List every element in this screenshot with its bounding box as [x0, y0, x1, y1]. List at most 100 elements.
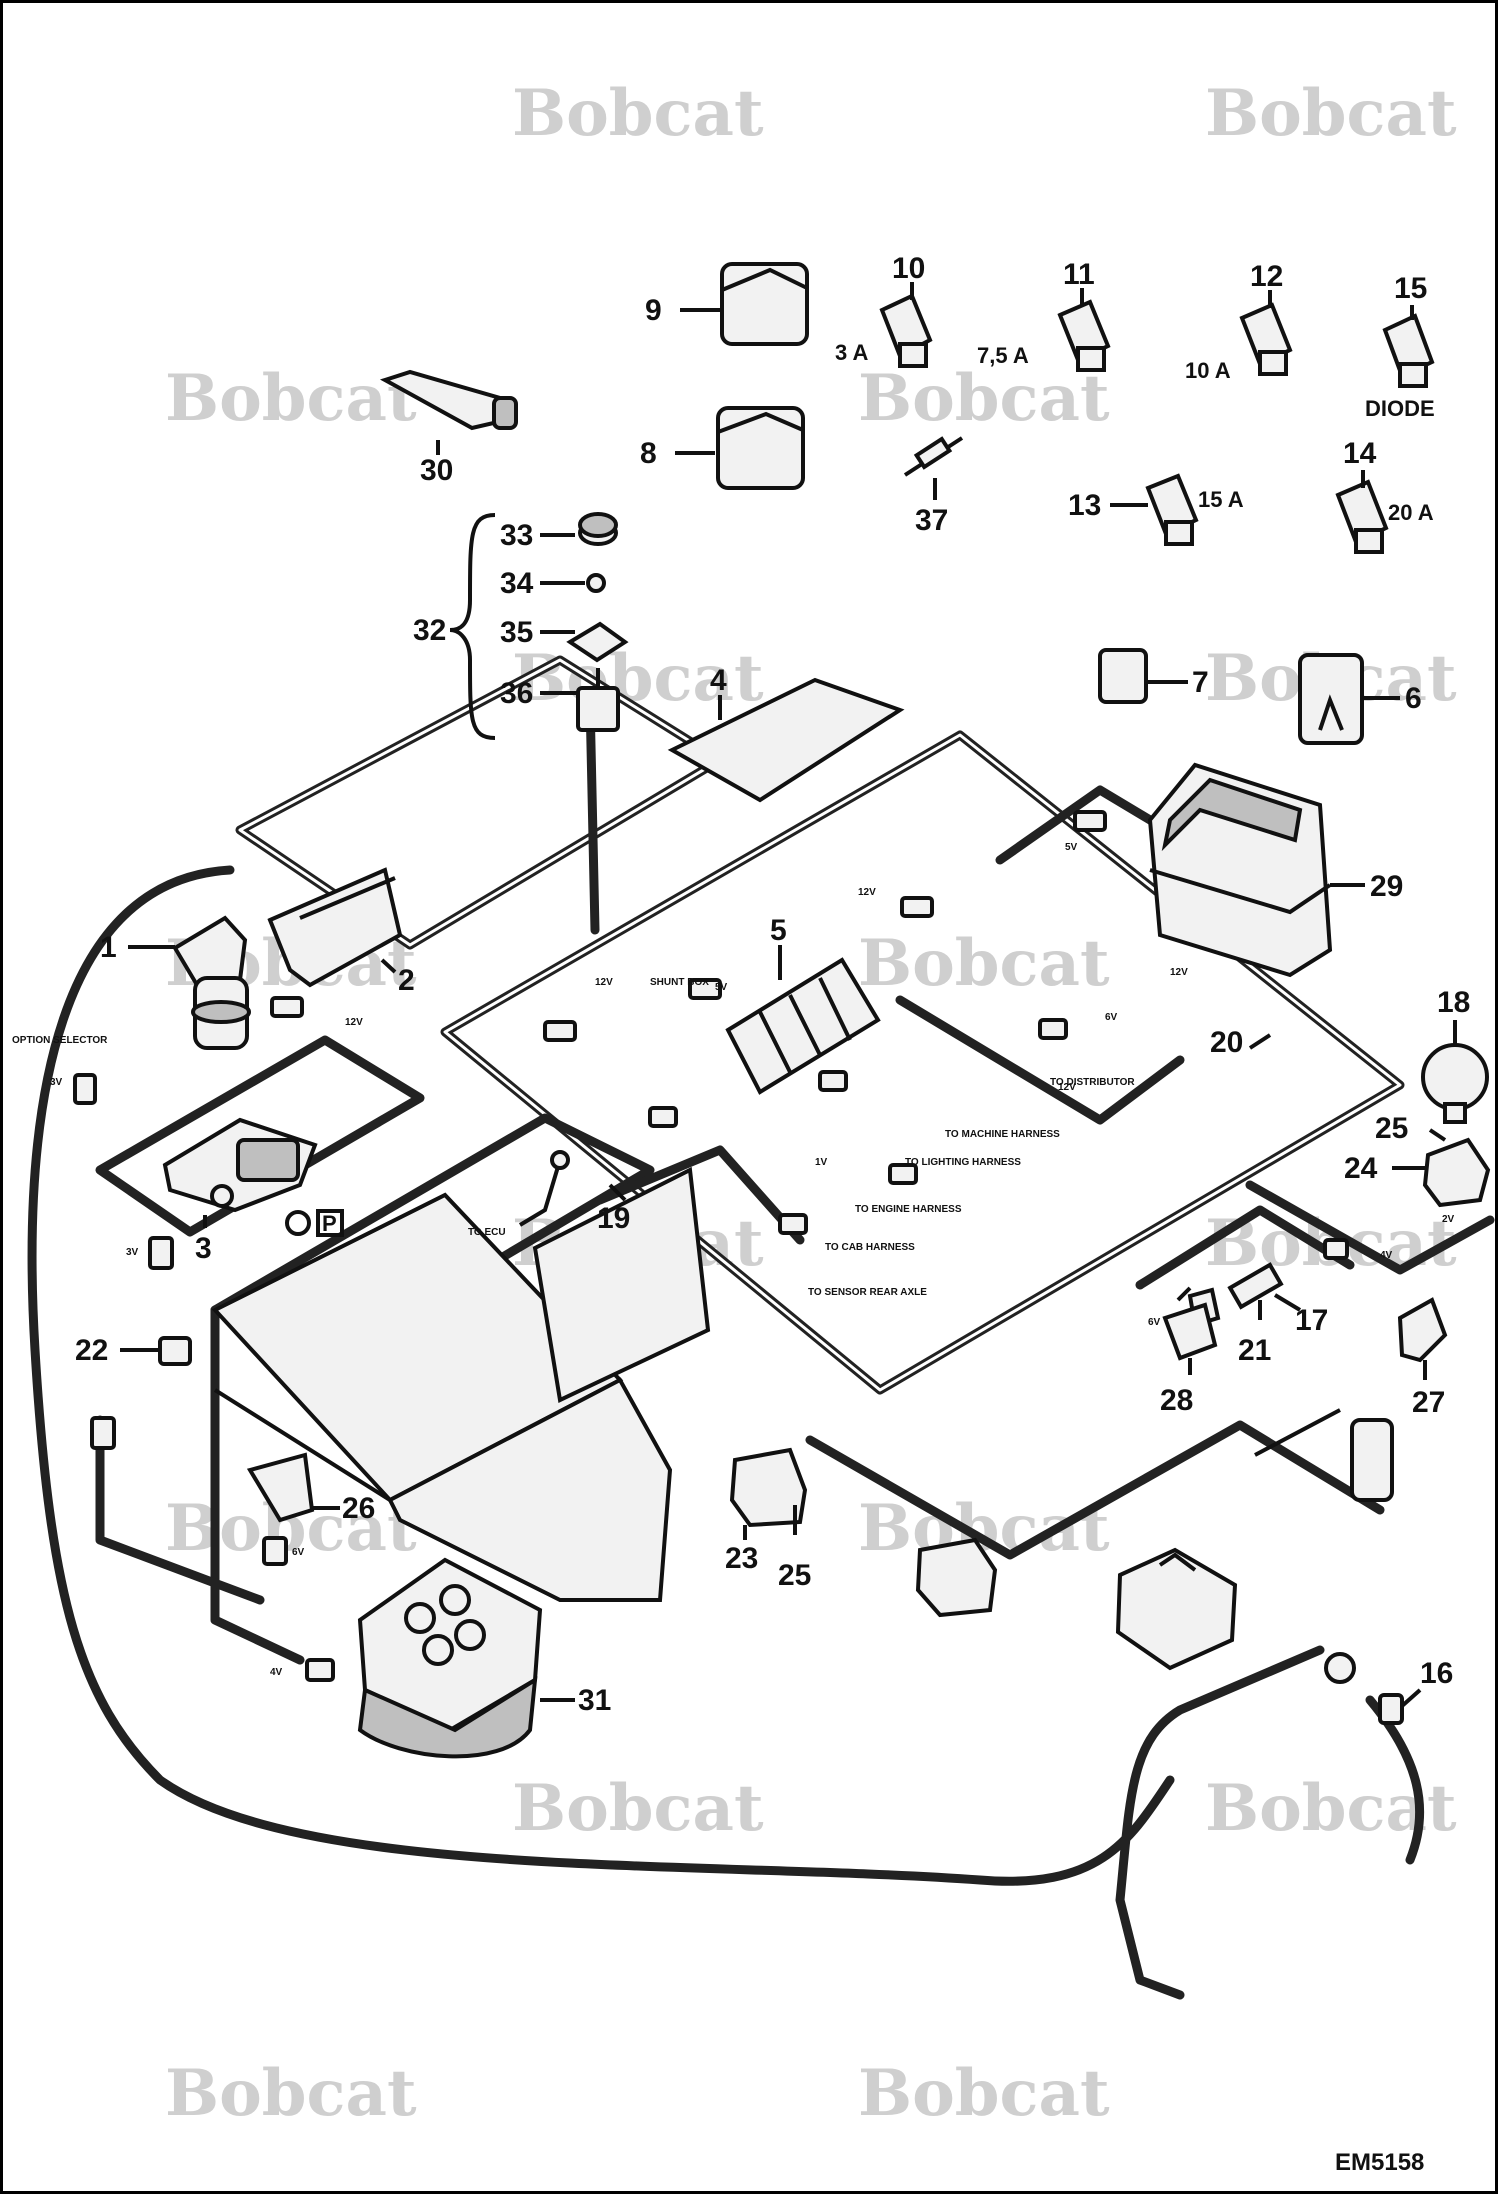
- callout-24: 24: [1344, 1152, 1378, 1185]
- rating-15: DIODE: [1365, 396, 1435, 421]
- part-6-flasher: [1298, 653, 1364, 745]
- label-to-distributor: TO DISTRIBUTOR: [1050, 1077, 1135, 1088]
- rating-14: 20 A: [1388, 500, 1434, 525]
- svg-text:Bobcat: Bobcat: [165, 2056, 417, 2131]
- watermark-15: Bobcat: [165, 2056, 417, 2131]
- voltage-2v: 2V: [1442, 1214, 1455, 1225]
- rating-12: 10 A: [1185, 358, 1231, 383]
- callout-33: 33: [500, 519, 533, 552]
- callout-4: 4: [710, 664, 727, 697]
- part-12-fuse: [1239, 302, 1293, 376]
- watermark-13: Bobcat: [512, 1771, 764, 1846]
- part-1-option-selector: [172, 915, 251, 1050]
- group-32-bracket: [449, 513, 496, 740]
- voltage-6v-c: 6V: [1148, 1317, 1161, 1328]
- callout-6: 6: [1405, 682, 1422, 715]
- part-30-grease-tube: [379, 369, 518, 431]
- callout-14: 14: [1343, 437, 1377, 470]
- callout-15: 15: [1394, 272, 1427, 305]
- rating-11: 7,5 A: [977, 343, 1029, 368]
- part-28-pressure-switch: [1162, 1286, 1218, 1361]
- svg-text:Bobcat: Bobcat: [1205, 76, 1457, 151]
- watermark-layer: Bobcat Bobcat Bobcat Bobcat Bobcat Bobca…: [165, 76, 1457, 2131]
- svg-text:Bobcat: Bobcat: [858, 2056, 1110, 2131]
- watermark-8: Bobcat: [858, 926, 1110, 1001]
- part-5-relay-block: [725, 957, 881, 1095]
- part-29-fuse-box: [1147, 762, 1333, 978]
- part-37-inline-diode: [903, 436, 964, 477]
- part-18-beacon: [1421, 1043, 1489, 1124]
- callout-22: 22: [75, 1334, 108, 1367]
- callout-1: 1: [100, 931, 117, 964]
- callout-13: 13: [1068, 489, 1101, 522]
- callout-36: 36: [500, 677, 533, 710]
- watermark-16: Bobcat: [858, 2056, 1110, 2131]
- cab-console: [211, 1166, 711, 1602]
- part-3-controller: [162, 1117, 318, 1213]
- part-19-switch: [518, 1150, 570, 1227]
- part-35-plate: [566, 621, 629, 663]
- part-9-relay: [720, 262, 809, 346]
- leader-lines: [120, 282, 1457, 1708]
- callout-21: 21: [1238, 1334, 1271, 1367]
- part-34-washer: [586, 573, 606, 593]
- label-shunt-box: SHUNT BOX: [650, 977, 709, 988]
- label-to-machine-harness: TO MACHINE HARNESS: [945, 1129, 1060, 1140]
- callout-34: 34: [500, 567, 534, 600]
- label-to-lighting-harness: TO LIGHTING HARNESS: [905, 1157, 1021, 1168]
- voltage-1v: 1V: [815, 1157, 828, 1168]
- callout-11: 11: [1063, 258, 1095, 291]
- part-23-work-light: [729, 1447, 808, 1528]
- svg-text:Bobcat: Bobcat: [858, 361, 1110, 436]
- callout-labels: 9 8 10 11 12 15 13 14 37 30 33 34 35 36 …: [75, 252, 1470, 1717]
- harness-labels: OPTION SELECTOR SHUNT BOX TO DISTRIBUTOR…: [12, 842, 1455, 1678]
- svg-text:Bobcat: Bobcat: [512, 76, 764, 151]
- label-to-sensor-rear-axle: TO SENSOR REAR AXLE: [808, 1287, 927, 1298]
- voltage-5v-b: 5V: [715, 982, 728, 993]
- part-4-label: [667, 677, 905, 803]
- label-to-cab-harness: TO CAB HARNESS: [825, 1242, 915, 1253]
- part-17-relay: [1227, 1262, 1284, 1310]
- callout-32: 32: [413, 614, 446, 647]
- callout-2: 2: [398, 964, 415, 997]
- callout-9: 9: [645, 294, 662, 327]
- label-to-ecu: TO ECU: [468, 1227, 506, 1238]
- voltage-12v-e: 12V: [345, 1017, 363, 1028]
- voltage-4v-b: 4V: [1380, 1250, 1393, 1261]
- rating-13: 15 A: [1198, 487, 1244, 512]
- callout-28: 28: [1160, 1384, 1193, 1417]
- callout-10: 10: [892, 252, 925, 285]
- callout-25a: 25: [1375, 1112, 1408, 1145]
- fuel-filter: [1254, 1408, 1394, 1502]
- drawing-code: EM5158: [1335, 2149, 1424, 2176]
- battery: [1115, 1547, 1238, 1671]
- callout-5: 5: [770, 914, 787, 947]
- part-36-stud-connector: [576, 668, 620, 732]
- part-2-cluster-bracket: [267, 867, 403, 988]
- voltage-12v-d: 12V: [1058, 1082, 1076, 1093]
- voltage-4v-a: 4V: [270, 1667, 283, 1678]
- part-33-nut: [578, 512, 618, 546]
- part-13-fuse: [1145, 473, 1199, 546]
- callout-7: 7: [1192, 666, 1209, 699]
- watermark-3: Bobcat: [165, 361, 417, 436]
- part-8-relay: [716, 406, 805, 490]
- svg-text:Bobcat: Bobcat: [858, 926, 1110, 1001]
- parking-brake-symbol: P: [285, 1209, 344, 1237]
- callout-18: 18: [1437, 986, 1470, 1019]
- part-15-diode: [1382, 313, 1435, 388]
- callout-30: 30: [420, 454, 453, 487]
- callout-17: 17: [1295, 1304, 1328, 1337]
- fuse-ratings: 3 A 7,5 A 10 A 15 A 20 A DIODE: [835, 340, 1435, 525]
- part-7-small-relay: [1098, 648, 1148, 704]
- voltage-6v-a: 6V: [1105, 1012, 1118, 1023]
- svg-text:P: P: [322, 1211, 337, 1236]
- callout-19: 19: [597, 1202, 630, 1235]
- callout-31: 31: [578, 1684, 611, 1717]
- voltage-12v-b: 12V: [595, 977, 613, 988]
- part-10-fuse: [879, 293, 933, 368]
- watermark-2: Bobcat: [1205, 76, 1457, 151]
- part-31-valve-block: [357, 1557, 543, 1759]
